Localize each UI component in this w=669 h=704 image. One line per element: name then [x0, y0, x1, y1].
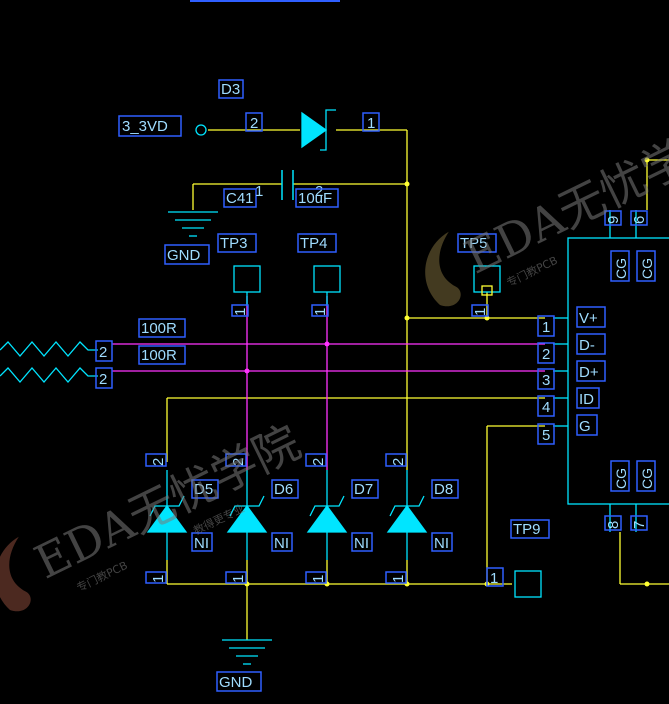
resistor-top-pin: 2 [99, 344, 107, 361]
shield-pin-8: 8 [605, 521, 622, 529]
cg-label-4: CG [639, 468, 655, 489]
d3-diode-symbol[interactable] [301, 109, 336, 151]
connector-pin2-num: 2 [542, 346, 550, 363]
d6-pin1-label: 1 [230, 575, 247, 583]
tvs-diodes[interactable] [146, 470, 428, 560]
connector-pin3-num: 3 [542, 372, 550, 389]
c41-value[interactable]: 10uF [298, 190, 332, 207]
tp9-pin-label: 1 [490, 570, 498, 587]
d7-pin1-label: 1 [310, 575, 327, 583]
connector-pin2-name: D- [579, 337, 595, 354]
diode-pin-labels: 2 2 2 2 1 1 1 1 [145, 453, 407, 584]
shield-pin-7: 7 [631, 521, 648, 529]
usb-connector-body[interactable] [553, 210, 669, 532]
d3-pin1-label: 1 [367, 115, 375, 132]
watermark-bottom-left: EDA无忧学院 专门教PCB 教得更专业 [0, 415, 309, 612]
tp9-designator[interactable]: TP9 [513, 521, 541, 538]
d3-designator[interactable]: D3 [221, 81, 240, 98]
connector-pins: 1 V+ 2 D- 3 D+ 4 ID 5 G [537, 306, 606, 445]
d5-ni-label[interactable]: NI [194, 535, 209, 552]
gnd-symbol-top[interactable] [168, 211, 218, 237]
d8-designator[interactable]: D8 [434, 481, 453, 498]
connector-pin5-num: 5 [542, 427, 550, 444]
connector-pin1-name: V+ [579, 310, 598, 327]
power-wires [166, 129, 669, 640]
d6-ni-label[interactable]: NI [274, 535, 289, 552]
connector-pin4-num: 4 [542, 399, 550, 416]
c41-pin2-label: 2 [315, 183, 323, 200]
resistor-zigzags [0, 341, 98, 383]
d5-pin2-label: 2 [150, 458, 167, 466]
gnd-label-bottom[interactable]: GND [219, 674, 253, 691]
connector-pin4-name: ID [579, 391, 594, 408]
d7-pin2-label: 2 [310, 458, 327, 466]
cg-label-2: CG [639, 258, 655, 279]
d8-ni-label[interactable]: NI [434, 535, 449, 552]
gnd-label-top[interactable]: GND [167, 247, 201, 264]
resistor-bottom-value[interactable]: 100R [141, 347, 177, 364]
resistor-top-value[interactable]: 100R [141, 320, 177, 337]
tp3-pin-label: 1 [232, 308, 249, 316]
data-junction-dots [244, 341, 330, 374]
resistor-bottom-pin: 2 [99, 371, 107, 388]
d7-ni-label[interactable]: NI [354, 535, 369, 552]
shield-pin-6: 6 [631, 216, 648, 224]
tp4-pin-label: 1 [312, 308, 329, 316]
c41-capacitor-symbol[interactable] [281, 170, 294, 200]
data-lines [112, 296, 545, 470]
cg-label-1: CG [613, 258, 629, 279]
d7-designator[interactable]: D7 [354, 481, 373, 498]
d6-designator[interactable]: D6 [274, 481, 293, 498]
watermark-logo-icon [0, 536, 31, 612]
connector-pin3-name: D+ [579, 364, 599, 381]
shield-pin-9: 9 [605, 216, 622, 224]
net-label-3v3[interactable]: 3_3VD [122, 118, 168, 135]
cg-label-3: CG [613, 468, 629, 489]
connector-cg-labels: CG CG CG CG 9 6 8 7 [604, 210, 656, 531]
tp5-designator[interactable]: TP5 [460, 235, 488, 252]
gnd-symbol-bottom[interactable] [222, 639, 272, 665]
c41-designator[interactable]: C41 [226, 190, 254, 207]
tp4-designator[interactable]: TP4 [300, 235, 328, 252]
d8-pin1-label: 1 [390, 575, 407, 583]
d5-designator[interactable]: D5 [194, 481, 213, 498]
d5-pin1-label: 1 [150, 575, 167, 583]
test-point-shapes[interactable] [233, 265, 542, 598]
tp3-designator[interactable]: TP3 [220, 235, 248, 252]
watermark-top-right: EDA无忧学院 专门教PCB [425, 110, 669, 307]
connector-pin5-name: G [579, 418, 591, 435]
c41-pin1-label: 1 [255, 183, 263, 200]
watermark-logo-icon-2 [425, 231, 461, 307]
tp5-pin-label: 1 [472, 308, 489, 316]
connector-pin1-num: 1 [542, 319, 550, 336]
d8-pin2-label: 2 [390, 458, 407, 466]
tp5-pad[interactable] [481, 285, 493, 296]
d3-pin2-label: 2 [250, 115, 258, 132]
power-port-symbol[interactable] [195, 124, 207, 136]
d6-pin2-label: 2 [230, 458, 247, 466]
